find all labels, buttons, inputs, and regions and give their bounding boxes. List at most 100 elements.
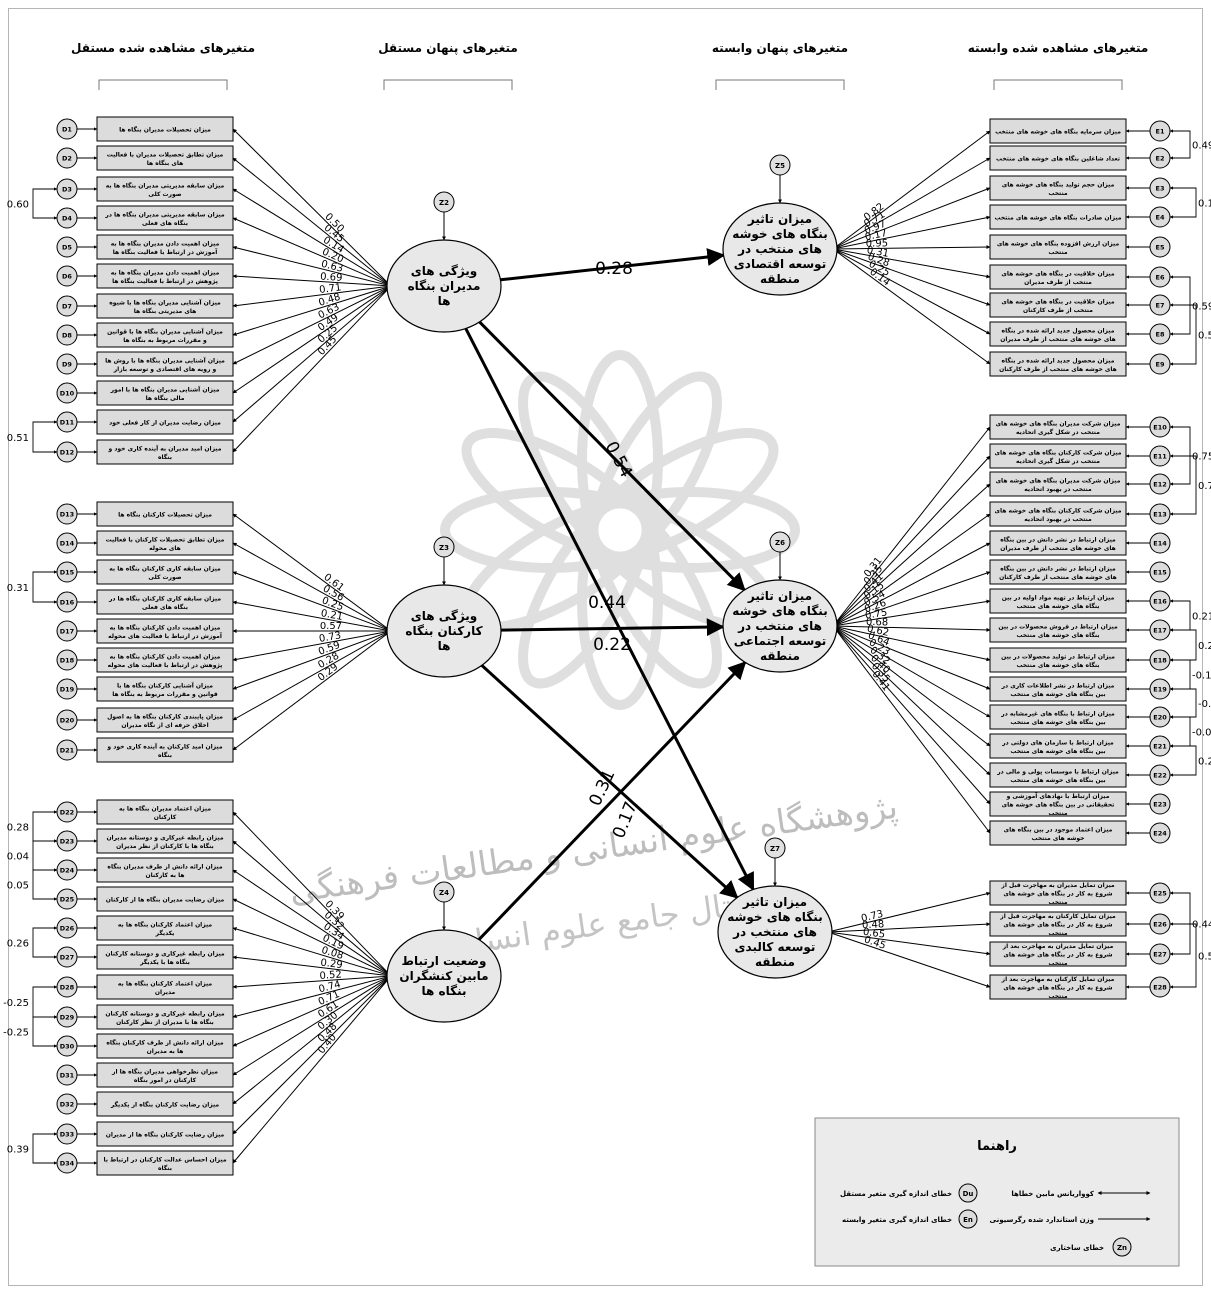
watermark-petal: [518, 371, 652, 568]
indicator-box: [96, 1033, 234, 1059]
indicator-label-line: و مقررات مربوط به بنگاه ها: [123, 336, 207, 344]
measurement-error-label: D17: [60, 628, 74, 636]
loading-path: [232, 630, 392, 690]
covariance-value: 0.51: [7, 433, 29, 444]
indicator-e12: میزان شرکت مدیران بنگاه های خوشه هایمنتخ…: [989, 471, 1171, 497]
indicator-label-line: میزان ارتباط با بنگاه های غیرمشابه در: [1000, 709, 1115, 717]
indicator-box: [989, 880, 1127, 906]
covariance-d26-d27: 0.26: [7, 926, 58, 959]
measurement-error-label: D14: [60, 540, 75, 548]
indicator-e15: میزان ارتباط در نشر دانش در بین بنگاه های…: [989, 559, 1171, 585]
covariance-path: [1169, 425, 1191, 486]
covariance-value: 0.39: [7, 1145, 29, 1156]
header-bracket: [383, 79, 513, 90]
indicator-label-line: بنگاه های فعلی: [142, 603, 188, 611]
covariance-value: 0.24: [1198, 757, 1211, 768]
structural-coefficient: 0.44: [588, 593, 626, 613]
indicator-label-line: میزان ارتباط با موسسات پولی و مالی در: [996, 768, 1119, 775]
latent-label-line: مابین کنشگران: [399, 969, 488, 983]
loading-path: [832, 625, 991, 747]
indicator-label-line: میزان رضایت کارکنان بنگاه از یکدیگر: [110, 1101, 220, 1109]
indicator-d4: میزان سابقه مدیریتی مدیران بنگاه ها دربن…: [56, 205, 234, 231]
indicator-box: [989, 501, 1127, 527]
covariance-path: [32, 570, 58, 604]
indicator-label-line: منتخب: [1048, 899, 1068, 906]
indicator-d28: میزان اعتماد کارکنان بنگاه ها بهمدیرانD2…: [56, 974, 234, 1000]
indicator-d16: میزان سابقه کاری کارکنان بنگاه ها دربنگا…: [56, 589, 234, 615]
indicator-box: [989, 292, 1127, 318]
measurement-error-label: D16: [60, 599, 75, 607]
legend-en-circle: [958, 1209, 978, 1229]
indicator-e26: میزان تمایل کارکنان به مهاجرت قبل ازشروع…: [989, 911, 1171, 937]
indicator-label-line: و رویه های اقتصادی و توسعه بازار: [113, 366, 217, 373]
indicator-box: [989, 471, 1127, 497]
indicator-label-line: میزان نظرخواهی مدیران بنگاه ها از: [111, 1067, 218, 1075]
indicator-label-line: بنگاه های خوشه های منتخب: [1016, 602, 1099, 610]
indicator-label-line: میزان اعتماد کارکنان بنگاه ها به: [118, 979, 213, 987]
latent-label-line: منطقه: [755, 955, 795, 969]
indicator-label-line: میزان پایبندی کارکنان بنگاه ها به اصول: [107, 712, 223, 720]
indicator-label-line: های مدیریتی بنگاه ها: [134, 307, 197, 315]
measurement-error-label: D6: [62, 273, 72, 281]
indicator-d21: میزان امید کارکنان به آینده کاری خود وبن…: [56, 737, 234, 763]
watermark-core: [575, 485, 665, 575]
indicator-d6: میزان اهمیت دادن مدیران بنگاه ها بهپژوهش…: [56, 263, 234, 289]
loading-path: [232, 157, 392, 287]
indicator-label-line: بنگاه ها با کارکنان از نظر مدیران: [116, 842, 214, 850]
measurement-error-label: E12: [1153, 481, 1167, 489]
loading-path: [832, 571, 991, 627]
loading-path: [832, 248, 991, 306]
loading-path: [232, 975, 392, 1047]
measurement-error-label: E3: [1156, 185, 1165, 193]
measurement-error-label: D8: [62, 332, 72, 340]
loading-value: 0.73: [318, 630, 342, 645]
latent-label-line: بنگاه های خوشه: [732, 227, 827, 242]
indicator-label-line: میزان سابقه کاری کارکنان بنگاه ها در: [108, 594, 221, 602]
indicator-label-line: شروع به کار در بنگاه های خوشه های: [1003, 984, 1112, 992]
indicator-e18: میزان ارتباط در تولید محصولات در بینبنگا…: [989, 647, 1171, 673]
indicator-label-line: منتخب از طرف کارکنان: [1023, 307, 1093, 314]
indicator-label-line: ها به مدیران: [147, 1048, 184, 1055]
loading-path: [232, 975, 392, 1076]
covariance-e16-e17: 0.21: [1169, 599, 1211, 632]
covariance-path: [1169, 715, 1191, 748]
latent-label-line: های منتخب در: [732, 925, 817, 939]
indicator-e3: میزان حجم تولید بنگاه های خوشه هایمنتخبE…: [989, 175, 1171, 201]
indicator-e13: میزان شرکت کارکنان بنگاه های خوشه هایمنت…: [989, 501, 1171, 527]
measurement-error-label: E20: [1153, 714, 1167, 722]
indicator-label-line: کارکنان در امور بنگاه: [134, 1076, 197, 1084]
indicator-label-line: منتخب از طرف مدیران: [1024, 279, 1092, 286]
structural-error-label: Z5: [775, 162, 785, 170]
header-bracket: [715, 79, 845, 90]
watermark-petal: [580, 487, 800, 573]
indicator-label-line: های خوشه های منتخب از طرف کارکنان: [999, 574, 1117, 581]
indicator-label-line: میزان ارزش افزوده بنگاه های خوشه های: [997, 239, 1120, 247]
indicator-e24: میزان اعتماد موجود در بین بنگاه هایخوشه …: [989, 820, 1171, 846]
indicator-box: [96, 409, 234, 435]
loading-path: [232, 245, 392, 287]
legend-du-symbol: Du: [963, 1190, 974, 1198]
indicator-label-line: میزان تمایل کارکنان به مهاجرت قبل از: [999, 913, 1116, 920]
indicator-box: [96, 707, 234, 733]
indicator-box: [96, 974, 234, 1000]
covariance-path: [32, 1015, 58, 1048]
covariance-path: [1169, 891, 1191, 956]
indicator-label-line: میزان تمایل کارکنان به مهاجرت بعد از: [1001, 976, 1115, 983]
indicator-label-line: بنگاه: [158, 453, 172, 461]
indicator-label-line: میزان ارتباط در نشر دانش در بین بنگاه: [1000, 564, 1116, 572]
loading-path: [832, 625, 991, 776]
covariance-d33-d34: 0.39: [7, 1132, 58, 1165]
covariance-e18-e19: -0.10: [1169, 658, 1211, 691]
indicator-label-line: صورت کلی: [148, 191, 181, 198]
covariance-path: [32, 839, 58, 872]
measurement-error-label: D19: [60, 686, 75, 694]
loading-path: [832, 483, 991, 627]
covariance-e11-e13: 0.79: [1169, 454, 1211, 516]
covariance-value: -0.10: [1192, 671, 1211, 682]
indicator-label-line: کارکنان: [154, 814, 177, 821]
covariance-path: [32, 868, 58, 901]
indicator-label-line: منتخب در بهبود اتحادیه: [1024, 486, 1092, 493]
